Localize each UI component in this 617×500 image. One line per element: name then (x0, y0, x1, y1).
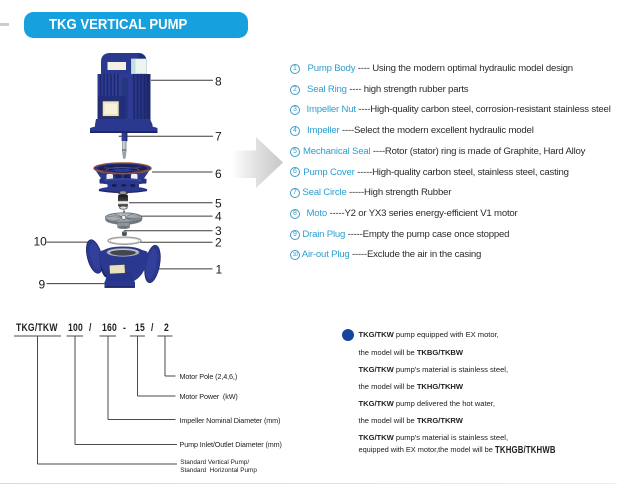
svg-text:6: 6 (215, 167, 222, 181)
svg-text:8: 8 (215, 74, 222, 88)
svg-text:7: 7 (215, 129, 222, 143)
svg-text:4: 4 (215, 209, 222, 223)
svg-text:3: 3 (215, 224, 222, 238)
svg-text:5: 5 (215, 196, 222, 210)
svg-text:1: 1 (216, 262, 223, 276)
svg-text:10: 10 (34, 234, 48, 248)
svg-text:2: 2 (215, 235, 222, 249)
svg-text:9: 9 (39, 278, 46, 292)
